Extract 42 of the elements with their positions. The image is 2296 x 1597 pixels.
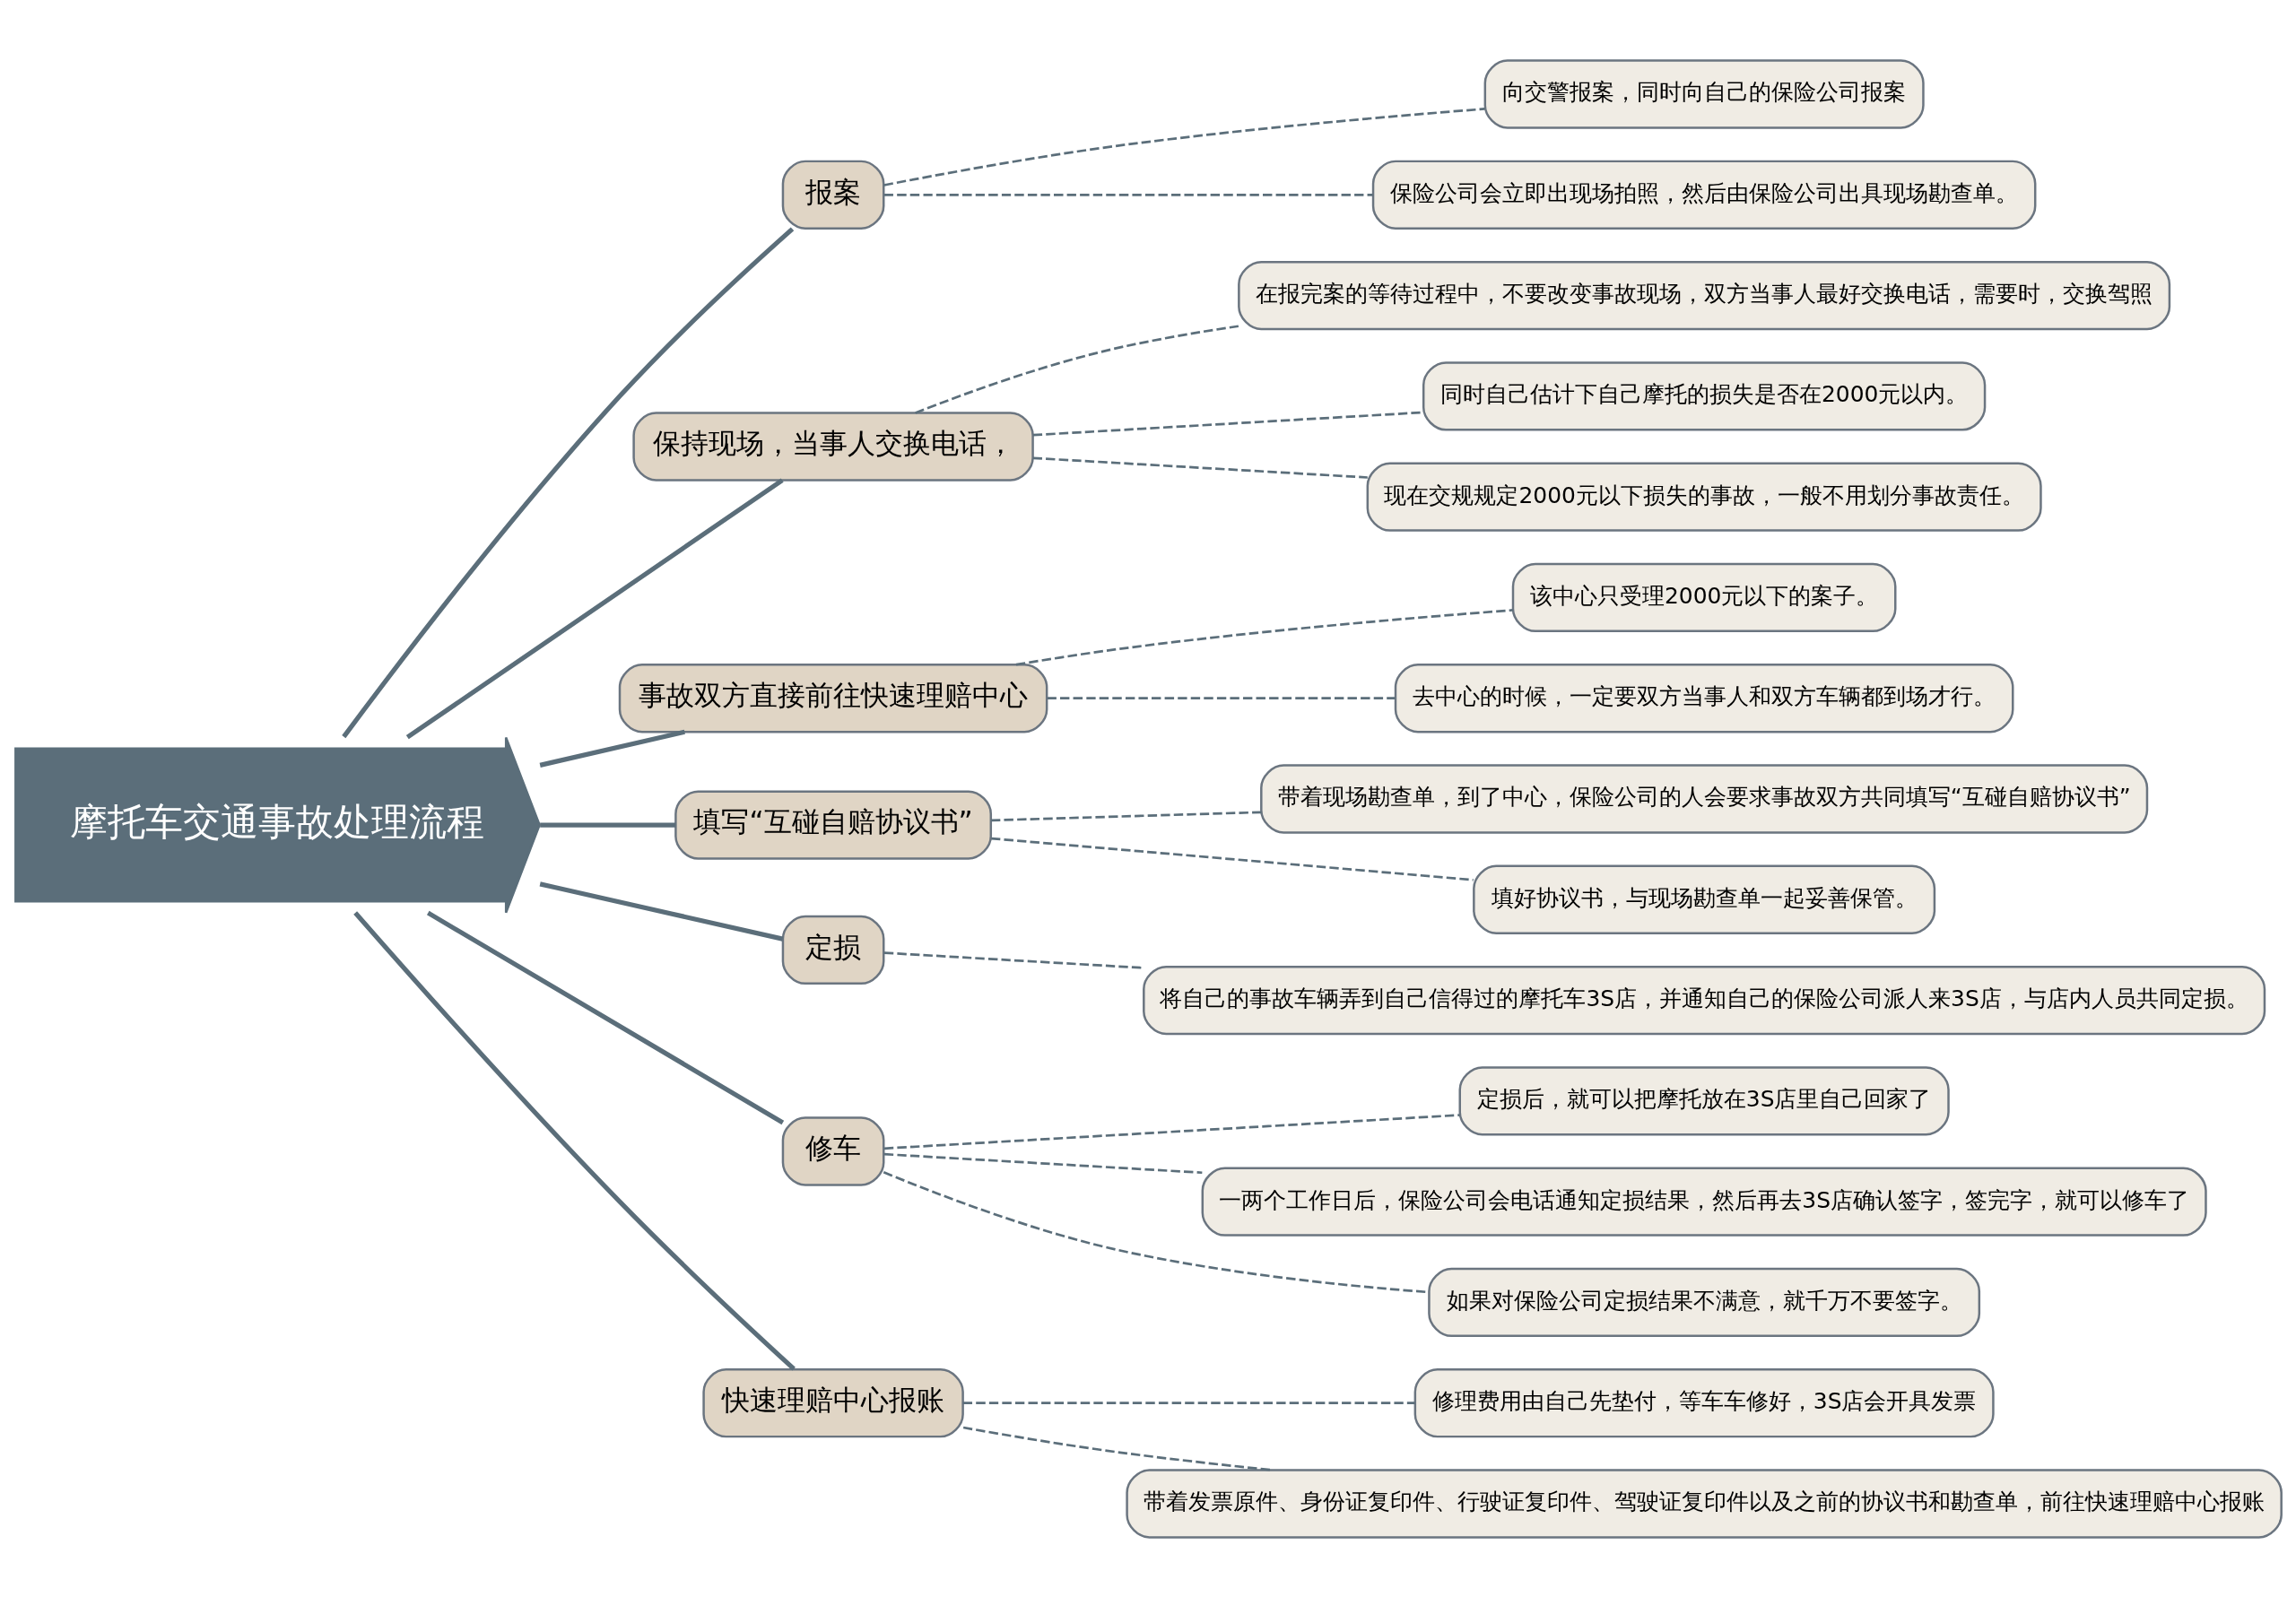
connector: [883, 950, 1144, 969]
node-box: 定损后，就可以把摩托放在3S店里自己回家了: [1458, 1065, 1950, 1136]
connector: [1047, 696, 1395, 699]
connector: [914, 324, 1239, 414]
connector: [962, 1401, 1415, 1404]
node-box: 报案: [781, 160, 884, 230]
node-box: 同时自己估计下自己摩托的损失是否在2000元以内。: [1422, 360, 1986, 431]
node-box: 在报完案的等待过程中，不要改变事故现场，双方当事人最好交换电话，需要时，交换驾照: [1237, 260, 2170, 330]
connector: [426, 910, 784, 1124]
node-box: 去中心的时候，一定要双方当事人和双方车辆都到场才行。: [1394, 663, 2013, 733]
node-box: 如果对保险公司定损结果不满意，就千万不要签字。: [1427, 1267, 1980, 1337]
node-box: 将自己的事故车辆弄到自己信得过的摩托车3S店，并通知自己的保险公司派人来3S店，与店内人员共同定损。: [1142, 965, 2266, 1035]
node-box: 事故双方直接前往快速理赔中心: [618, 663, 1048, 733]
connector: [1015, 608, 1513, 666]
connector: [352, 910, 796, 1371]
node-box: 填写“互碰自赔协议书”: [674, 789, 992, 860]
node-box: 填好协议书，与现场勘查单一起妥善保管。: [1472, 864, 1935, 934]
node-box: 修理费用由自己先垫付，等车车修好，3S店会开具发票: [1413, 1367, 1995, 1437]
connector: [539, 729, 685, 768]
node-box: 带着发票原件、身份证复印件、行驶证复印件、驾驶证复印件以及之前的协议书和勘查单，前往快速理赔中心报账: [1125, 1468, 2283, 1539]
connector: [539, 881, 783, 942]
connector: [990, 810, 1261, 821]
connector: [405, 477, 784, 739]
node-box: 该中心只受理2000元以下的案子。: [1511, 562, 1896, 632]
connector: [1032, 411, 1423, 437]
node-box: 一两个工作日后，保险公司会电话通知定损结果，然后再去3S店确认签字，签完字，就可以修车了: [1201, 1166, 2207, 1237]
connector: [883, 193, 1373, 196]
node-box: 现在交规规定2000元以下损失的事故，一般不用划分事故责任。: [1366, 461, 2042, 532]
node-box: 定损: [781, 915, 884, 985]
node-box: 向交警报案，同时向自己的保险公司报案: [1483, 58, 1925, 129]
connector: [883, 107, 1484, 187]
node-box: 带着现场勘查单，到了中心，保险公司的人会要求事故双方共同填写“互碰自赔协议书”: [1259, 763, 2148, 834]
connector: [341, 226, 794, 738]
connector: [990, 837, 1474, 881]
node-box: 保险公司会立即出现场拍照，然后由保险公司出具现场勘查单。: [1371, 160, 2036, 230]
connector: [883, 1152, 1202, 1174]
node-box: 保持现场，当事人交换电话，: [631, 411, 1034, 482]
node-box: 快速理赔中心报账: [701, 1367, 964, 1437]
connector: [1032, 456, 1368, 479]
connector: [883, 1113, 1459, 1150]
connector: [539, 822, 675, 828]
node-box: 修车: [781, 1115, 884, 1186]
